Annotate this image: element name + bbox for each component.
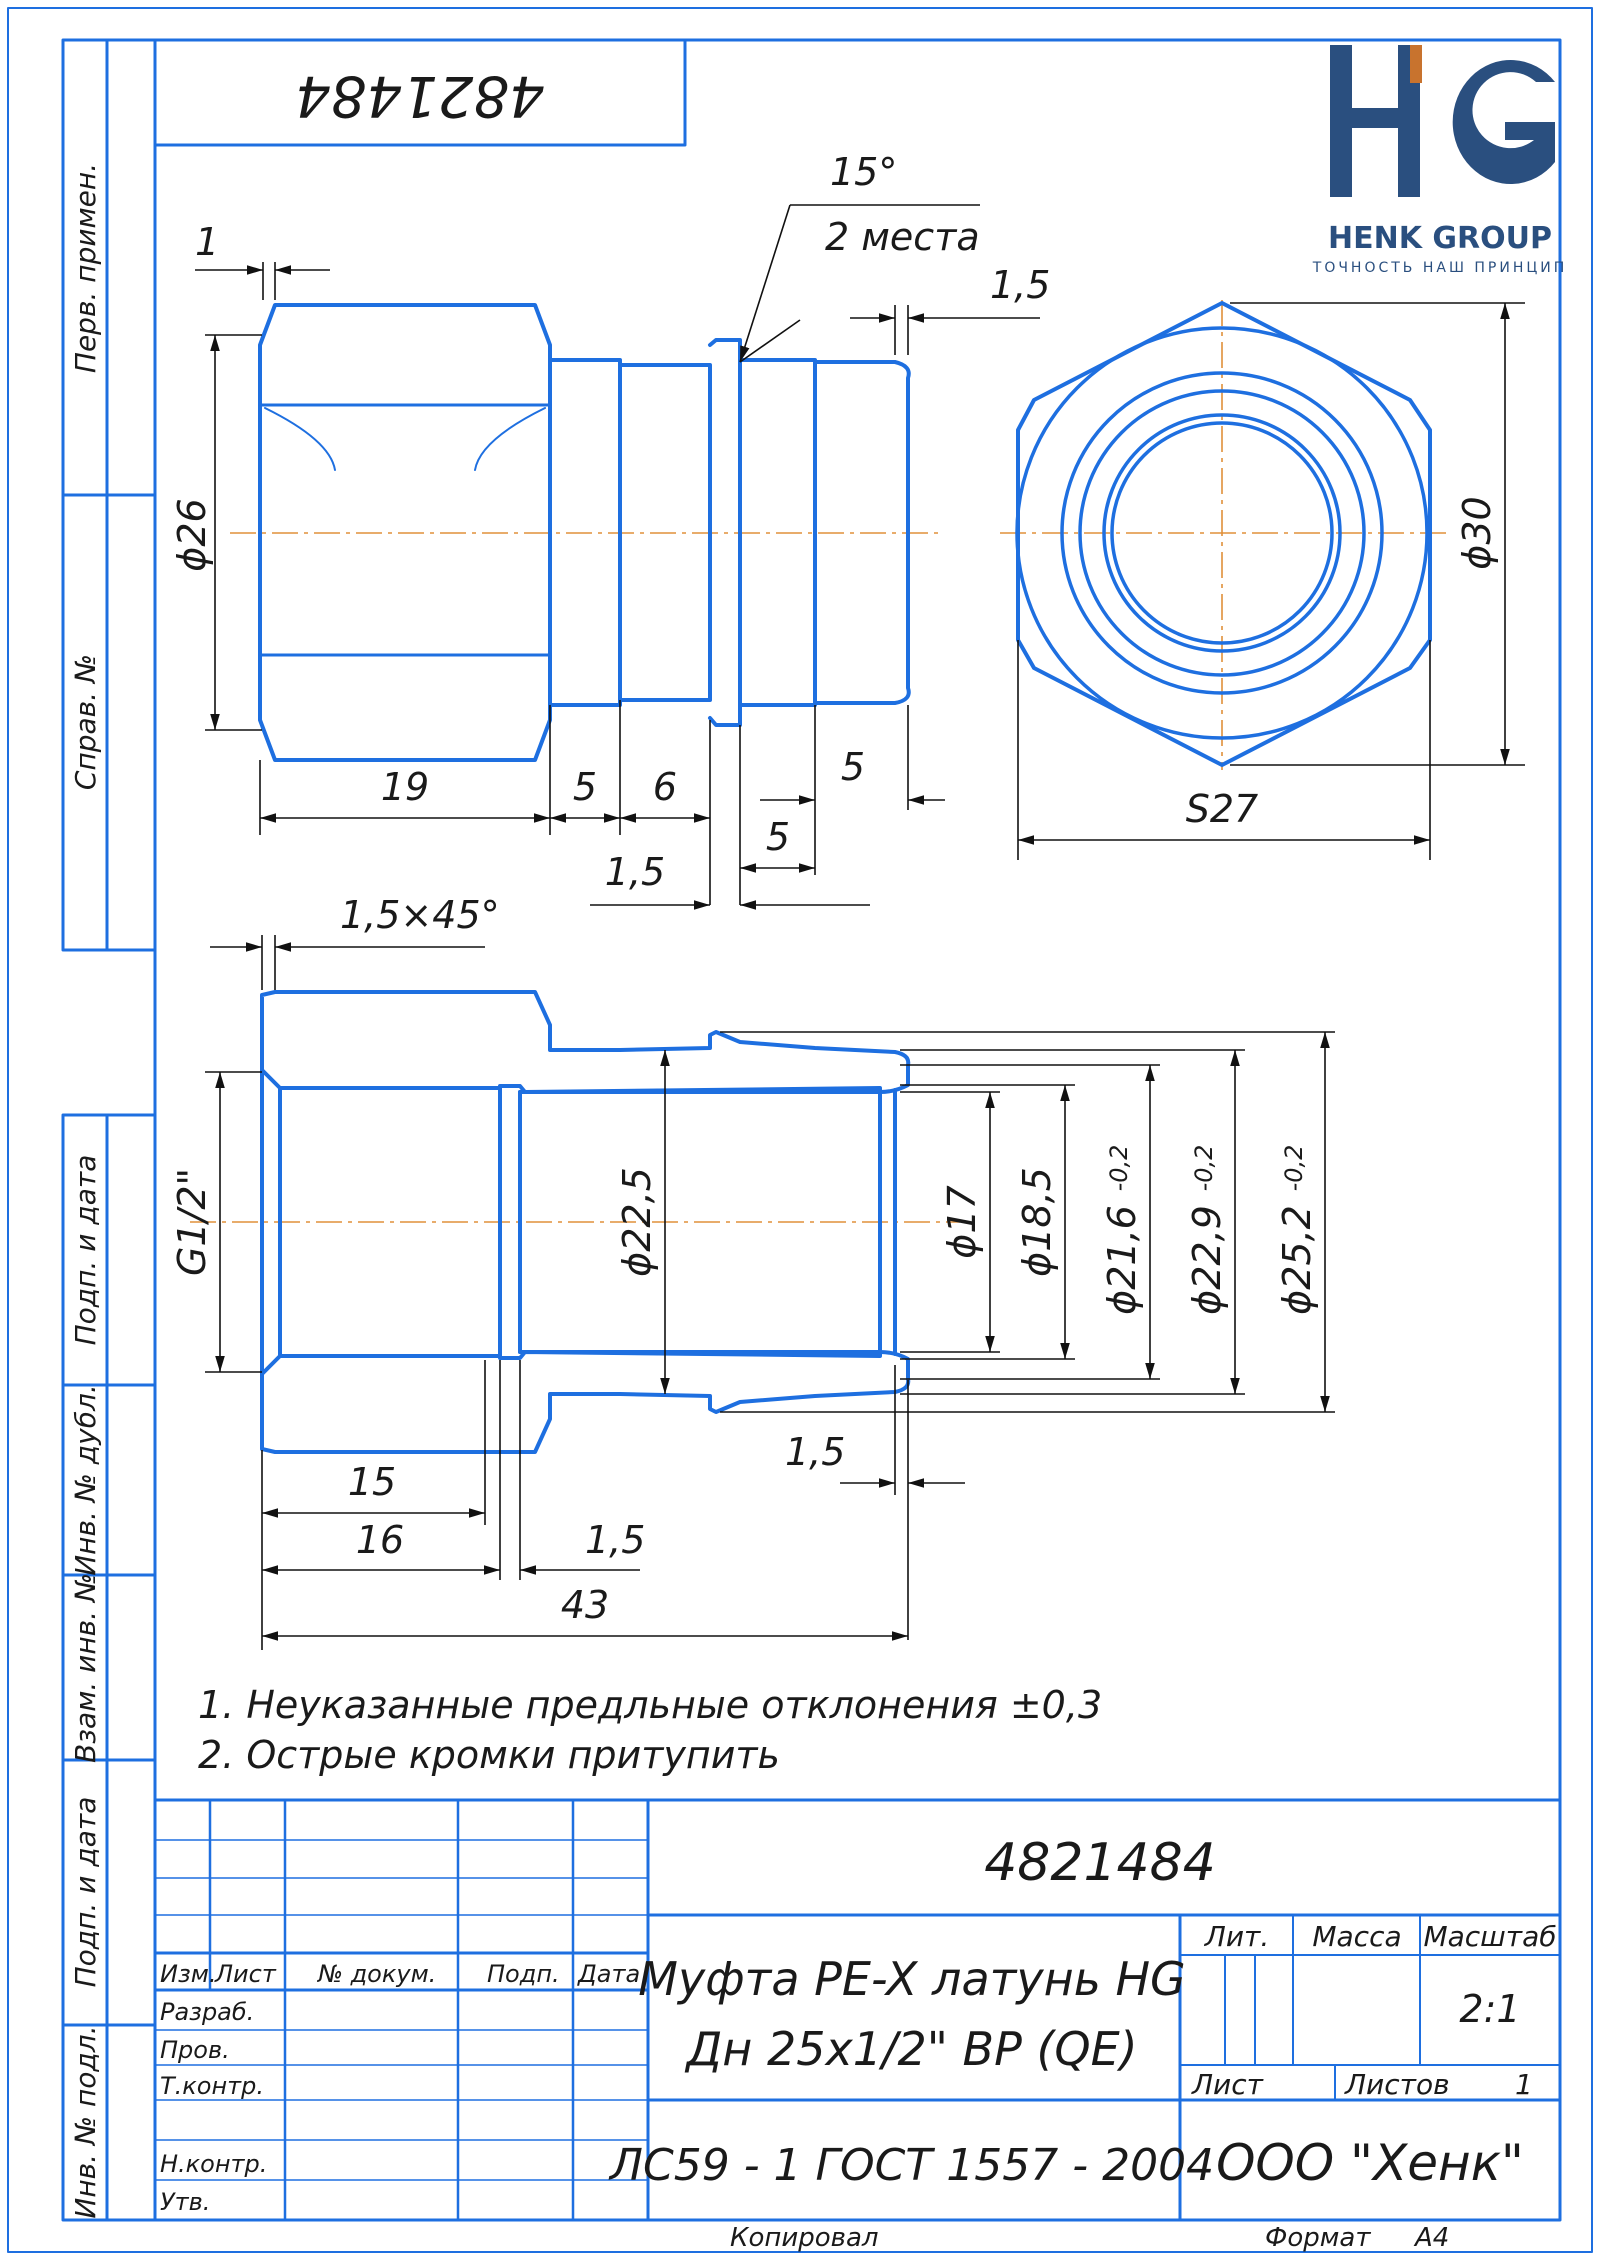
side-label-sprav: Справ. № bbox=[69, 654, 102, 790]
tb-nkontr: Н.контр. bbox=[160, 2150, 267, 2178]
dim-5a: 5 bbox=[573, 765, 597, 809]
tb-format-label: Формат bbox=[1265, 2223, 1371, 2253]
side-label-podp2: Подп. и дата bbox=[69, 1797, 102, 1988]
side-label-vzam: Взам. инв. № bbox=[69, 1573, 102, 1763]
dim-2-places: 2 места bbox=[825, 215, 980, 259]
tb-name-line2: Дн 25x1/2" ВР (QE) bbox=[684, 2022, 1137, 2076]
tb-scale-label: Масштаб bbox=[1423, 1920, 1556, 1953]
dim-phi26: ϕ26 bbox=[170, 498, 214, 571]
dim-19: 19 bbox=[381, 765, 429, 809]
front-view-dimensions: 1 ϕ26 15° 2 места 1,5 19 5 6 bbox=[170, 150, 1050, 910]
notes: 1. Неуказанные предльные отклонения ±0,3… bbox=[198, 1683, 1102, 1777]
side-labels: Перв. примен. Справ. № Подп. и дата Инв.… bbox=[69, 163, 102, 2219]
dim-phi18-5: ϕ18,5 bbox=[1015, 1167, 1059, 1277]
tb-name-line1: Муфта PE-X латунь HG bbox=[638, 1952, 1185, 2006]
tb-prov: Пров. bbox=[160, 2036, 230, 2064]
tb-col-izm: Изм. bbox=[160, 1960, 216, 1988]
tb-sheets: Листов bbox=[1344, 2068, 1450, 2101]
dim-1-5-bottom: 1,5 bbox=[605, 850, 665, 894]
tb-razrab: Разраб. bbox=[160, 1998, 254, 2026]
side-label-podl: Инв. № подл. bbox=[69, 2025, 102, 2218]
section-view bbox=[190, 990, 960, 1454]
dim-43: 43 bbox=[561, 1583, 609, 1627]
front-view bbox=[230, 303, 940, 762]
title-block bbox=[153, 1798, 1562, 2222]
logo-company-name: HENK GROUP bbox=[1328, 221, 1552, 256]
side-label-perv: Перв. примен. bbox=[69, 163, 102, 373]
dim-6: 6 bbox=[653, 765, 677, 809]
side-label-dubl: Инв. № дубл. bbox=[69, 1384, 102, 1576]
tb-copied: Копировал bbox=[730, 2223, 879, 2253]
tb-sheets-count: 1 bbox=[1515, 2068, 1533, 2101]
tb-utv: Утв. bbox=[160, 2188, 210, 2216]
dim-15deg: 15° bbox=[830, 150, 897, 194]
dim-5c: 5 bbox=[766, 815, 790, 859]
dim-phi21-6: ϕ21,6 bbox=[1100, 1205, 1144, 1315]
tol-phi25-2: -0,2 bbox=[1280, 1145, 1308, 1192]
dim-phi17: ϕ17 bbox=[940, 1185, 984, 1258]
tb-col-doc: № докум. bbox=[316, 1960, 436, 1988]
tb-scale: 2:1 bbox=[1459, 1987, 1520, 2031]
tb-material: ЛС59 - 1 ГОСТ 1557 - 2004 bbox=[608, 2140, 1214, 2191]
dim-g12: G1/2" bbox=[170, 1168, 214, 1276]
dim-s27: S27 bbox=[1186, 787, 1258, 831]
tb-col-list: Лист bbox=[214, 1960, 277, 1988]
tb-col-date: Дата bbox=[577, 1960, 640, 1988]
tb-mass: Масса bbox=[1312, 1920, 1401, 1953]
dim-phi22-5: ϕ22,5 bbox=[615, 1167, 659, 1277]
section-view-dimensions: 1,5×45° G1/2" ϕ22,5 ϕ17 ϕ18,5 ϕ21,6 -0,2… bbox=[170, 893, 1335, 1650]
note-1: 1. Неуказанные предльные отклонения ±0,3 bbox=[198, 1683, 1102, 1727]
doc-number-rotated: 4821484 bbox=[295, 63, 544, 128]
dim-1-5-sec-mid: 1,5 bbox=[585, 1518, 645, 1562]
dim-15: 15 bbox=[348, 1460, 396, 1504]
tb-tkontr: Т.контр. bbox=[160, 2072, 264, 2100]
tb-company: ООО "Хенк" bbox=[1216, 2134, 1524, 2192]
dim-16: 16 bbox=[356, 1518, 404, 1562]
dim-1: 1 bbox=[195, 220, 219, 264]
tol-phi21-6: -0,2 bbox=[1105, 1145, 1133, 1192]
dim-chamfer45: 1,5×45° bbox=[340, 893, 500, 937]
tol-phi22-9: -0,2 bbox=[1190, 1145, 1218, 1192]
side-view bbox=[1000, 300, 1450, 770]
drawing-frame bbox=[7, 7, 1593, 2253]
company-logo: HENK GROUP ТОЧНОСТЬ НАШ ПРИНЦИП bbox=[1312, 45, 1567, 276]
tb-format: А4 bbox=[1413, 2223, 1449, 2253]
dim-phi30: ϕ30 bbox=[1455, 496, 1499, 569]
dim-1-5-top: 1,5 bbox=[990, 263, 1050, 307]
side-label-podp1: Подп. и дата bbox=[69, 1155, 102, 1346]
tb-designation: 4821484 bbox=[984, 1833, 1216, 1893]
side-view-dimensions: ϕ30 S27 bbox=[1017, 302, 1525, 860]
dim-phi22-9: ϕ22,9 bbox=[1185, 1205, 1229, 1315]
dim-phi25-2: ϕ25,2 bbox=[1275, 1205, 1319, 1315]
dim-1-5-sec-right: 1,5 bbox=[785, 1430, 845, 1474]
title-block-text: Изм. Лист № докум. Подп. Дата Разраб. Пр… bbox=[160, 1833, 1557, 2253]
tb-col-podp: Подп. bbox=[487, 1960, 560, 1988]
note-2: 2. Острые кромки притупить bbox=[198, 1733, 780, 1777]
tb-lit: Лит. bbox=[1204, 1920, 1269, 1953]
dim-5b: 5 bbox=[841, 745, 865, 789]
tb-sheet: Лист bbox=[1191, 2068, 1264, 2101]
logo-slogan: ТОЧНОСТЬ НАШ ПРИНЦИП bbox=[1312, 260, 1567, 276]
